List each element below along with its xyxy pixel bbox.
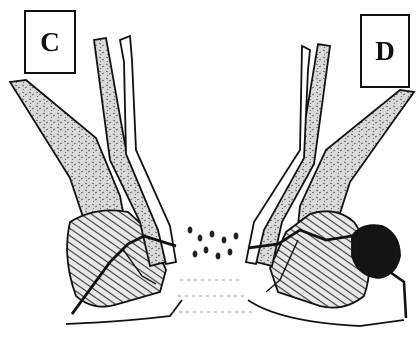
panel-c-drawing <box>10 36 182 324</box>
fistula-tract-d-branch <box>390 272 406 318</box>
panel-label-d: D <box>360 14 410 88</box>
panel-label-c: C <box>24 10 76 74</box>
left-perianal-skin <box>66 300 182 324</box>
anal-canal-lumen <box>172 227 252 313</box>
abscess-mass <box>352 225 400 278</box>
